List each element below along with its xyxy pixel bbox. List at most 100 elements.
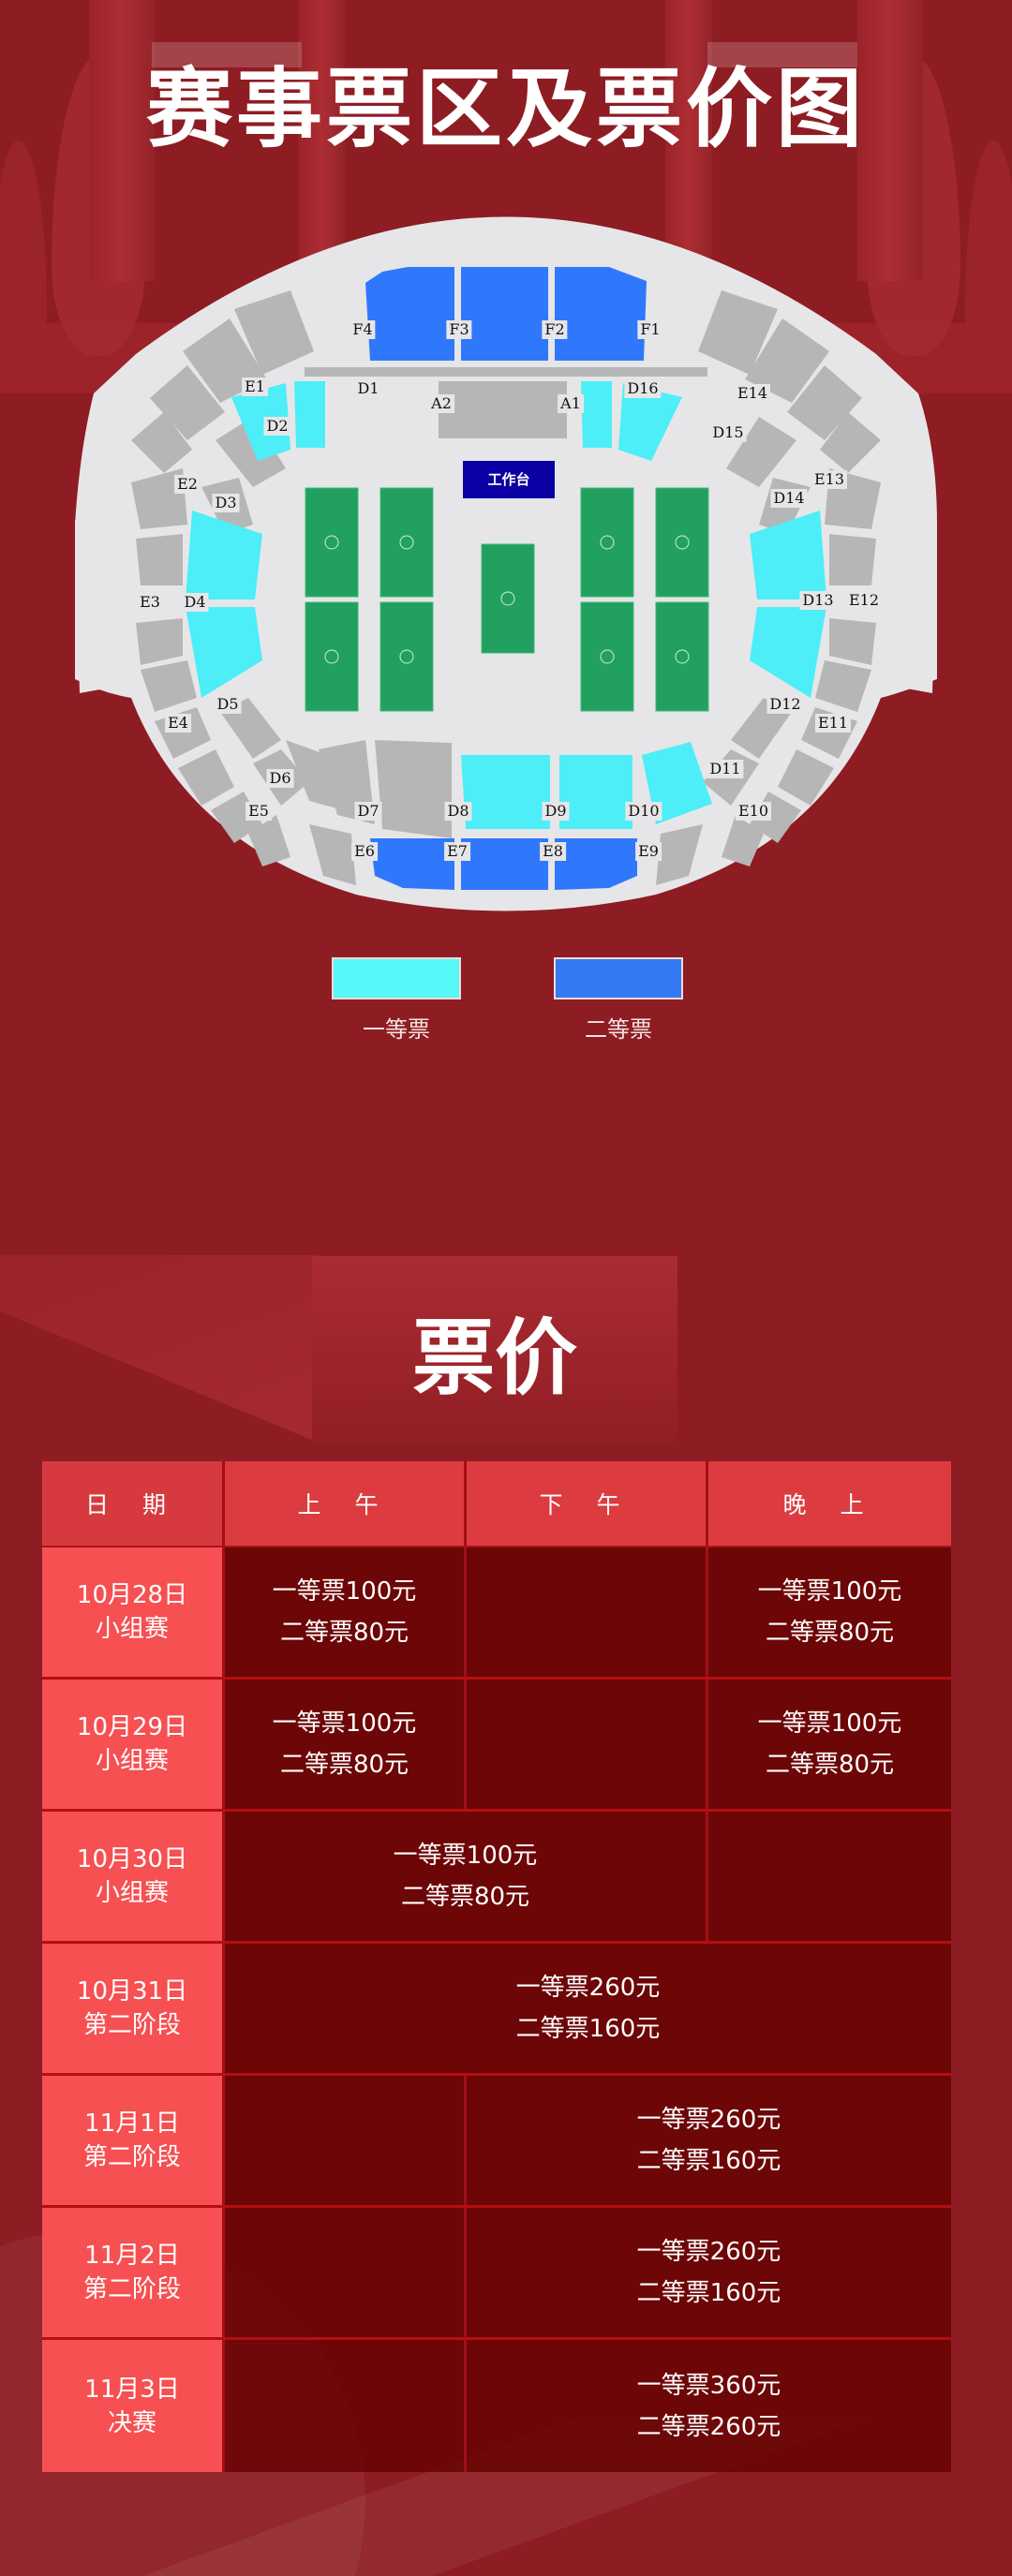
decor-pillar (857, 0, 923, 281)
price-cell-morning-empty (225, 2076, 467, 2205)
date-text: 11月2日 (84, 2242, 180, 2270)
section-label[interactable]: D3 (212, 494, 240, 512)
first-class-price: 一等票100元 (393, 1842, 538, 1870)
legend-label: 二等票 (585, 1016, 652, 1043)
section-label[interactable]: A1 (558, 394, 584, 413)
date-cell: 10月29日 小组赛 (42, 1680, 225, 1809)
table-row: 10月31日 第二阶段 一等票260元 二等票160元 (42, 1944, 951, 2076)
header-evening: 晚 上 (708, 1461, 951, 1546)
stage-text: 第二阶段 (82, 2275, 181, 2303)
first-class-price: 一等票260元 (515, 1974, 661, 2002)
section-label[interactable]: E9 (635, 842, 662, 861)
price-cell-morning-empty (225, 2208, 467, 2337)
price-cell-morning-empty (225, 2340, 467, 2472)
section-label[interactable]: D8 (444, 802, 472, 821)
date-cell: 11月1日 第二阶段 (42, 2076, 225, 2205)
section-label[interactable]: E10 (735, 802, 772, 821)
first-class-price: 一等票100元 (757, 1710, 902, 1738)
date-cell: 11月2日 第二阶段 (42, 2208, 225, 2337)
stage-text: 第二阶段 (82, 2011, 181, 2039)
section-label[interactable]: D10 (625, 802, 662, 821)
price-cell-evening: 一等票100元 二等票80元 (708, 1547, 951, 1677)
section-label[interactable]: D11 (707, 760, 744, 778)
section-label[interactable]: E5 (246, 802, 272, 821)
stage-text: 小组赛 (95, 1747, 169, 1775)
section-label[interactable]: D16 (624, 379, 662, 398)
date-text: 10月31日 (76, 1977, 188, 2006)
section-label[interactable]: E6 (351, 842, 378, 861)
section-label[interactable]: A2 (428, 394, 454, 413)
price-table: 日 期 上 午 下 午 晚 上 10月28日 小组赛 一等票100元 二等票80… (42, 1461, 951, 2472)
section-label[interactable]: E11 (814, 714, 852, 733)
date-cell: 11月3日 决赛 (42, 2340, 225, 2472)
first-class-price: 一等票100元 (757, 1577, 902, 1606)
date-cell: 10月31日 第二阶段 (42, 1944, 225, 2073)
table-row: 10月30日 小组赛 一等票100元 二等票80元 (42, 1812, 951, 1944)
section-label[interactable]: E3 (137, 593, 163, 612)
section-label[interactable]: D6 (266, 769, 294, 788)
section-label[interactable]: D9 (542, 802, 570, 821)
header-morning: 上 午 (225, 1461, 467, 1546)
first-class-price: 一等票260元 (636, 2238, 781, 2266)
section-label[interactable]: D14 (770, 489, 808, 508)
section-label[interactable]: E2 (174, 475, 201, 494)
section-label[interactable]: D2 (263, 417, 291, 436)
page-title: 赛事票区及票价图 (145, 59, 866, 159)
second-class-price: 二等票80元 (279, 1619, 409, 1647)
second-class-price: 二等票160元 (515, 2015, 661, 2043)
decor-pillar (89, 0, 155, 281)
price-cell-afternoon-evening: 一等票260元 二等票160元 (467, 2076, 951, 2205)
date-text: 11月3日 (84, 2375, 180, 2404)
section-label[interactable]: E1 (242, 378, 268, 396)
second-class-price: 二等票80元 (765, 1619, 895, 1647)
section-label[interactable]: D1 (354, 379, 382, 398)
second-class-swatch (554, 957, 683, 999)
first-class-price: 一等票260元 (636, 2106, 781, 2134)
second-class-price: 二等票80元 (400, 1883, 530, 1911)
second-class-price: 二等票160元 (636, 2147, 781, 2175)
price-cell-afternoon-evening: 一等票260元 二等票160元 (467, 2208, 951, 2337)
section-label[interactable]: F2 (542, 320, 568, 339)
arena-shape (75, 216, 937, 911)
section-label[interactable]: E12 (845, 591, 883, 610)
section-label[interactable]: F1 (637, 320, 663, 339)
pricing-title-panel (312, 1256, 677, 1443)
section-label[interactable]: F4 (350, 320, 376, 339)
second-class-price: 二等票160元 (636, 2279, 781, 2307)
price-cell-afternoon-evening: 一等票360元 二等票260元 (467, 2340, 951, 2472)
table-row: 10月28日 小组赛 一等票100元 二等票80元 一等票100元 二等票80元 (42, 1547, 951, 1680)
decor-beam (152, 42, 302, 67)
decor-beam (707, 42, 857, 67)
header-date: 日 期 (42, 1461, 225, 1546)
section-label[interactable]: E4 (165, 714, 191, 733)
section-label[interactable]: E14 (734, 384, 771, 403)
section-label[interactable]: D7 (354, 802, 382, 821)
section-label[interactable]: D5 (214, 695, 242, 714)
legend-item-second-class: 二等票 (554, 957, 683, 1044)
section-label[interactable]: F3 (446, 320, 472, 339)
section-label[interactable]: D4 (181, 593, 209, 612)
table-row: 10月29日 小组赛 一等票100元 二等票80元 一等票100元 二等票80元 (42, 1680, 951, 1812)
second-class-price: 二等票260元 (636, 2412, 781, 2441)
date-text: 10月29日 (76, 1713, 188, 1741)
table-row: 11月3日 决赛 一等票360元 二等票260元 (42, 2340, 951, 2472)
badminton-courts (305, 487, 709, 712)
price-cell-evening: 一等票100元 二等票80元 (708, 1680, 951, 1809)
second-class-price: 二等票80元 (279, 1751, 409, 1779)
section-label[interactable]: D15 (709, 423, 747, 442)
table-row: 11月1日 第二阶段 一等票260元 二等票160元 (42, 2076, 951, 2208)
stage-text: 决赛 (107, 2408, 156, 2437)
price-cell-morning: 一等票100元 二等票80元 (225, 1547, 467, 1677)
date-text: 10月28日 (76, 1581, 188, 1609)
price-cell-afternoon-empty (467, 1547, 708, 1677)
section-label[interactable]: D12 (766, 695, 804, 714)
price-cell-afternoon-empty (467, 1680, 708, 1809)
table-row: 11月2日 第二阶段 一等票260元 二等票160元 (42, 2208, 951, 2340)
date-text: 10月30日 (76, 1845, 188, 1873)
section-label[interactable]: E7 (444, 842, 470, 861)
first-class-price: 一等票100元 (272, 1577, 417, 1606)
table-header: 日 期 上 午 下 午 晚 上 (42, 1461, 951, 1547)
section-label[interactable]: E13 (811, 470, 848, 489)
section-label[interactable]: E8 (540, 842, 566, 861)
section-label[interactable]: D13 (799, 591, 837, 610)
